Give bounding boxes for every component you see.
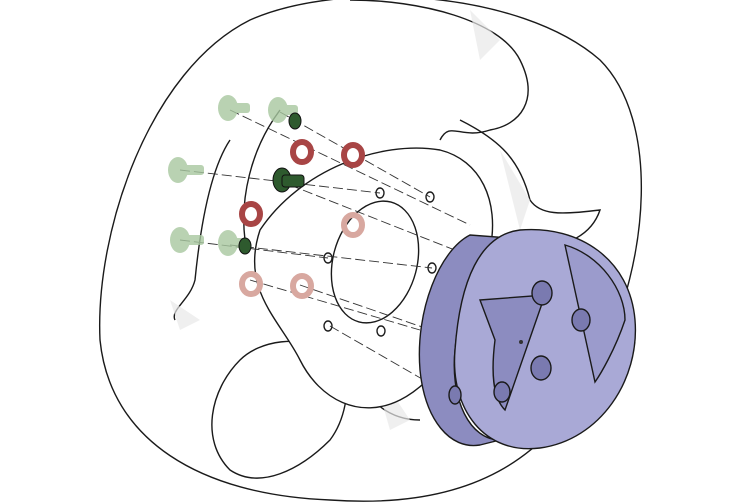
hub-plate-center-hole bbox=[330, 200, 420, 324]
hub-adapter-center-mark bbox=[519, 340, 523, 344]
hub-plate-holes bbox=[323, 187, 437, 337]
washer-ghost bbox=[239, 212, 365, 299]
washer-installed bbox=[239, 139, 365, 227]
washers bbox=[239, 139, 365, 299]
hub-adapter-slot-right bbox=[564, 244, 626, 384]
wheel-spoke-top-cutout bbox=[349, 0, 529, 141]
bolt-installed bbox=[238, 112, 305, 255]
wheel-inner-left bbox=[243, 109, 281, 241]
hub-adapter-bolt-holes bbox=[448, 280, 591, 405]
hub-adapter bbox=[418, 228, 637, 450]
mounting-bolts bbox=[168, 95, 305, 256]
bolt-ghost bbox=[168, 95, 298, 256]
